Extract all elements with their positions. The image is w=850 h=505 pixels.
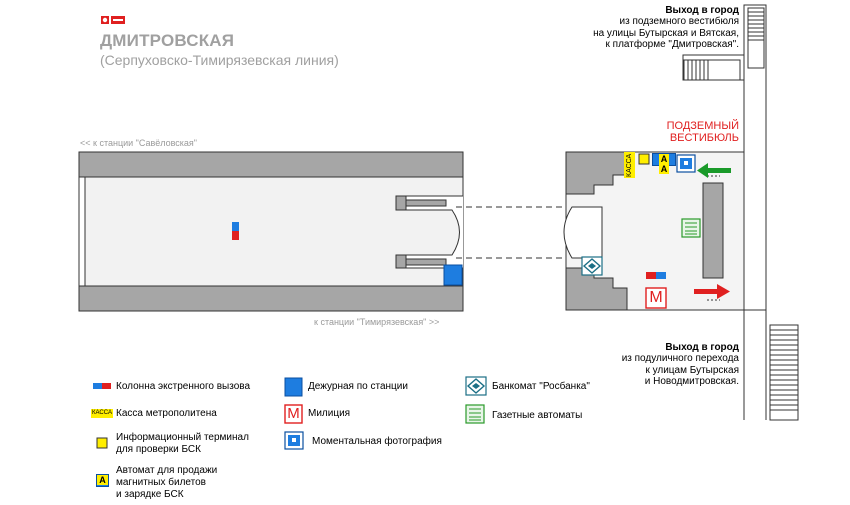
ticket-machine-letter: A (659, 154, 669, 164)
legend-police-icon (284, 404, 303, 424)
map-kassa: КАССА (624, 152, 635, 178)
exit-bottom-line: из подуличного перехода (621, 353, 739, 364)
exit-bottom: Выход в город из подуличного перехода к … (560, 342, 739, 388)
legend-ticket-machine-line2: магнитных билетов (116, 477, 206, 488)
emergency-column-icon-vestibule (646, 272, 666, 279)
platform-top-wall (78, 151, 464, 178)
station-line: (Серпуховско-Тимирязевская линия) (100, 52, 339, 68)
legend-info-terminal-icon (96, 437, 108, 449)
platform-bottom-wall (78, 285, 464, 312)
legend-police-label: Милиция (308, 408, 351, 419)
legend-emergency-icon (93, 383, 111, 389)
station-name: ДМИТРОВСКАЯ (100, 31, 235, 50)
legend-emergency-label: Колонна экстренного вызова (116, 381, 251, 392)
legend-ticket-machine-line3: и зарядке БСК (116, 489, 184, 500)
green-arrow-icon (697, 163, 731, 178)
info-terminal-icon (638, 153, 650, 165)
vestibule-label-line2: ВЕСТИБЮЛЬ (669, 132, 739, 144)
exit-top-line: к платформе "Дмитровская". (605, 39, 739, 50)
legend-info-terminal-line1: Информационный терминал (116, 432, 249, 443)
exit-bottom-title: Выход в город (665, 342, 739, 353)
legend-photo-icon (284, 431, 304, 450)
duty-booth-icon (443, 264, 463, 286)
map-ticket-machines: A A (652, 153, 676, 174)
red-arrow-icon (694, 284, 730, 299)
legend-ticket-machine-icon: A (96, 474, 109, 487)
exit-bottom-line: к улицам Бутырская (645, 364, 739, 376)
legend-ticket-machine-label: Автомат для продажи магнитных билетов и … (116, 465, 217, 501)
stairs-top (683, 7, 765, 81)
legend-newspaper-icon (465, 404, 485, 424)
legend-photo-label: Моментальная фотография (312, 436, 442, 447)
legend-ticket-machine-line1: Автомат для продажи (116, 465, 218, 476)
exit-top-line: из подземного вестибюля (619, 16, 740, 27)
exit-top: Выход в город из подземного вестибюля на… (540, 5, 739, 51)
legend-atm-label: Банкомат "Росбанка" (492, 381, 590, 392)
emergency-column-icon (232, 222, 239, 240)
direction-left: << к станции "Савёловская" (80, 138, 197, 148)
stairs-bottom (769, 324, 799, 421)
exit-bottom-line: и Новодмитровская. (644, 376, 739, 387)
legend-atm-icon (465, 376, 487, 396)
legend-kassa-icon: КАССА (91, 409, 113, 418)
newspaper-machine-icon (681, 218, 701, 238)
metro-logo-icon (101, 16, 125, 24)
platform-hall (78, 176, 464, 287)
ticket-machine-letter: A (659, 164, 669, 174)
legend-info-terminal-label: Информационный терминал для проверки БСК (116, 432, 249, 456)
legend-info-terminal-line2: для проверки БСК (116, 444, 201, 455)
legend-police-letter: M (287, 405, 300, 422)
vestibule-label-line1: ПОДЗЕМНЫЙ (666, 120, 739, 132)
legend-duty-label: Дежурная по станции (308, 381, 408, 392)
platform-left-end (78, 176, 86, 287)
atm-icon (581, 256, 603, 276)
lower-passage (744, 309, 767, 340)
legend-newspaper-label: Газетные автоматы (492, 410, 583, 421)
map-police-letter: M (649, 289, 663, 306)
legend-duty-icon (284, 377, 303, 397)
vestibule-escalator-entry (563, 206, 603, 259)
turnstile-block (702, 182, 724, 279)
legend-ticket-machine-letter: A (97, 475, 108, 485)
exit-top-line: на улицы Бутырская и Вятская, (593, 27, 739, 39)
police-icon (645, 287, 667, 309)
vestibule-label: ПОДЗЕМНЫЙ ВЕСТИБЮЛЬ (640, 120, 739, 144)
photo-booth-icon (676, 154, 696, 173)
legend-kassa-label: Касса метрополитена (116, 408, 217, 419)
exit-top-title: Выход в город (665, 5, 739, 16)
direction-right: к станции "Тимирязевская" >> (314, 317, 440, 327)
